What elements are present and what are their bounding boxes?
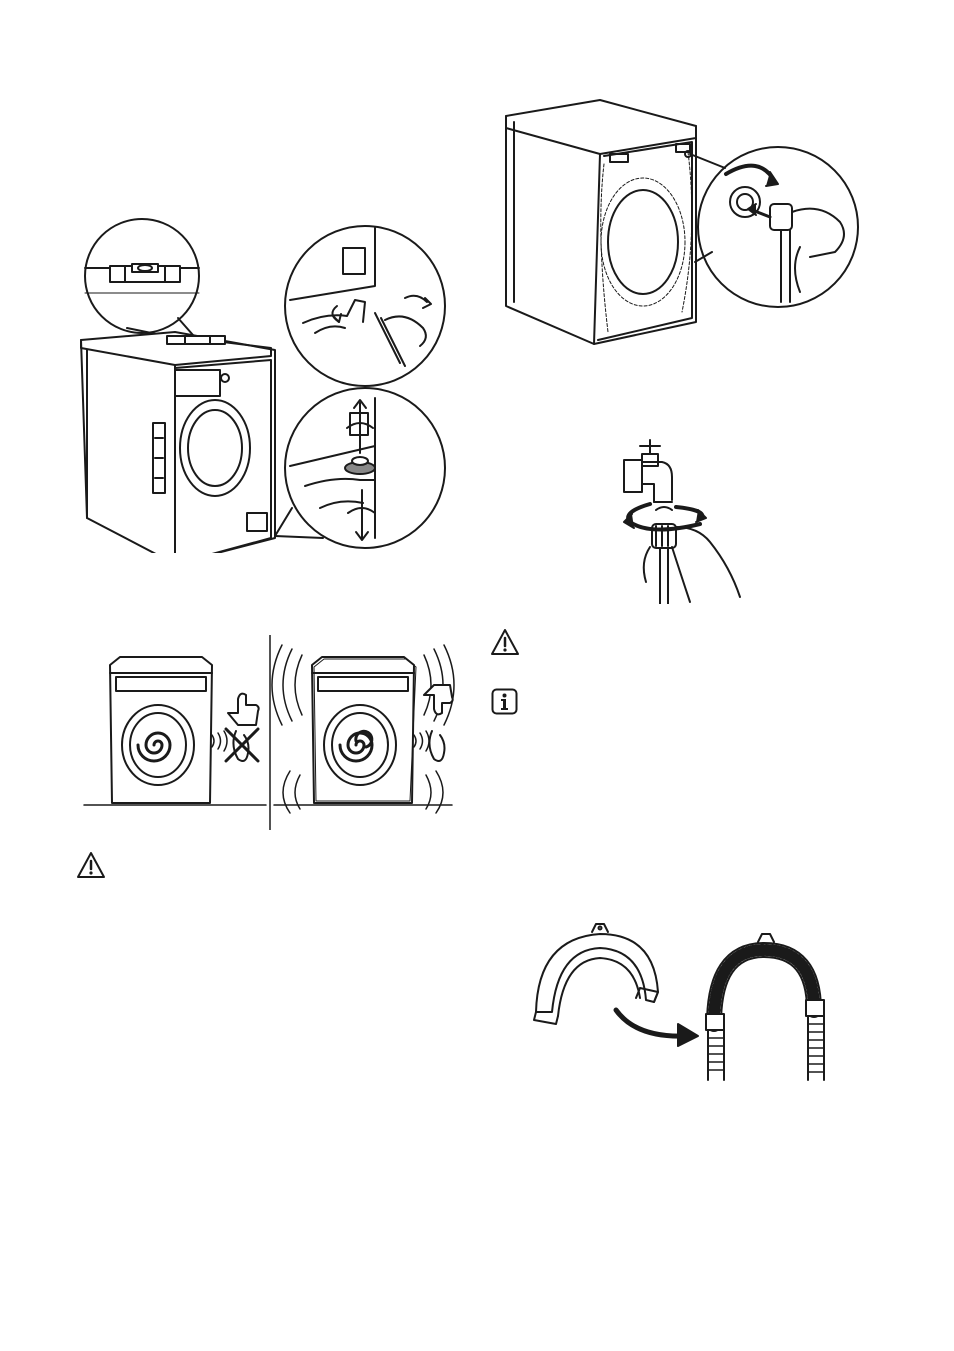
figure-vibration-comparison (80, 635, 455, 830)
warning-icon (490, 628, 520, 656)
tap-icon (624, 440, 672, 510)
info-icon (491, 688, 518, 715)
curved-arrow-icon (616, 1010, 698, 1046)
hose-nut-icon (690, 147, 858, 307)
figure-inlet-hose-back (500, 92, 862, 348)
hose-guide-icon (534, 924, 658, 1024)
figure-tap-connection (610, 432, 745, 604)
figure-hose-guide (528, 920, 838, 1085)
thumbs-down-icon (424, 685, 453, 714)
rotate-arrow-icon (275, 388, 445, 548)
spirit-level-icon (85, 219, 200, 343)
figure-leveling (75, 218, 455, 553)
washer-vibrating (272, 645, 454, 813)
washer-stable (110, 657, 227, 803)
cross-icon (226, 729, 258, 761)
warning-icon (76, 851, 106, 879)
drain-hose-icon (706, 934, 824, 1080)
wrench-icon (285, 226, 445, 386)
washer-front (81, 332, 275, 553)
thumbs-up-icon (228, 694, 259, 725)
ear-icon (429, 731, 444, 761)
hose-nut-icon (644, 524, 740, 604)
washer-back (506, 100, 696, 344)
